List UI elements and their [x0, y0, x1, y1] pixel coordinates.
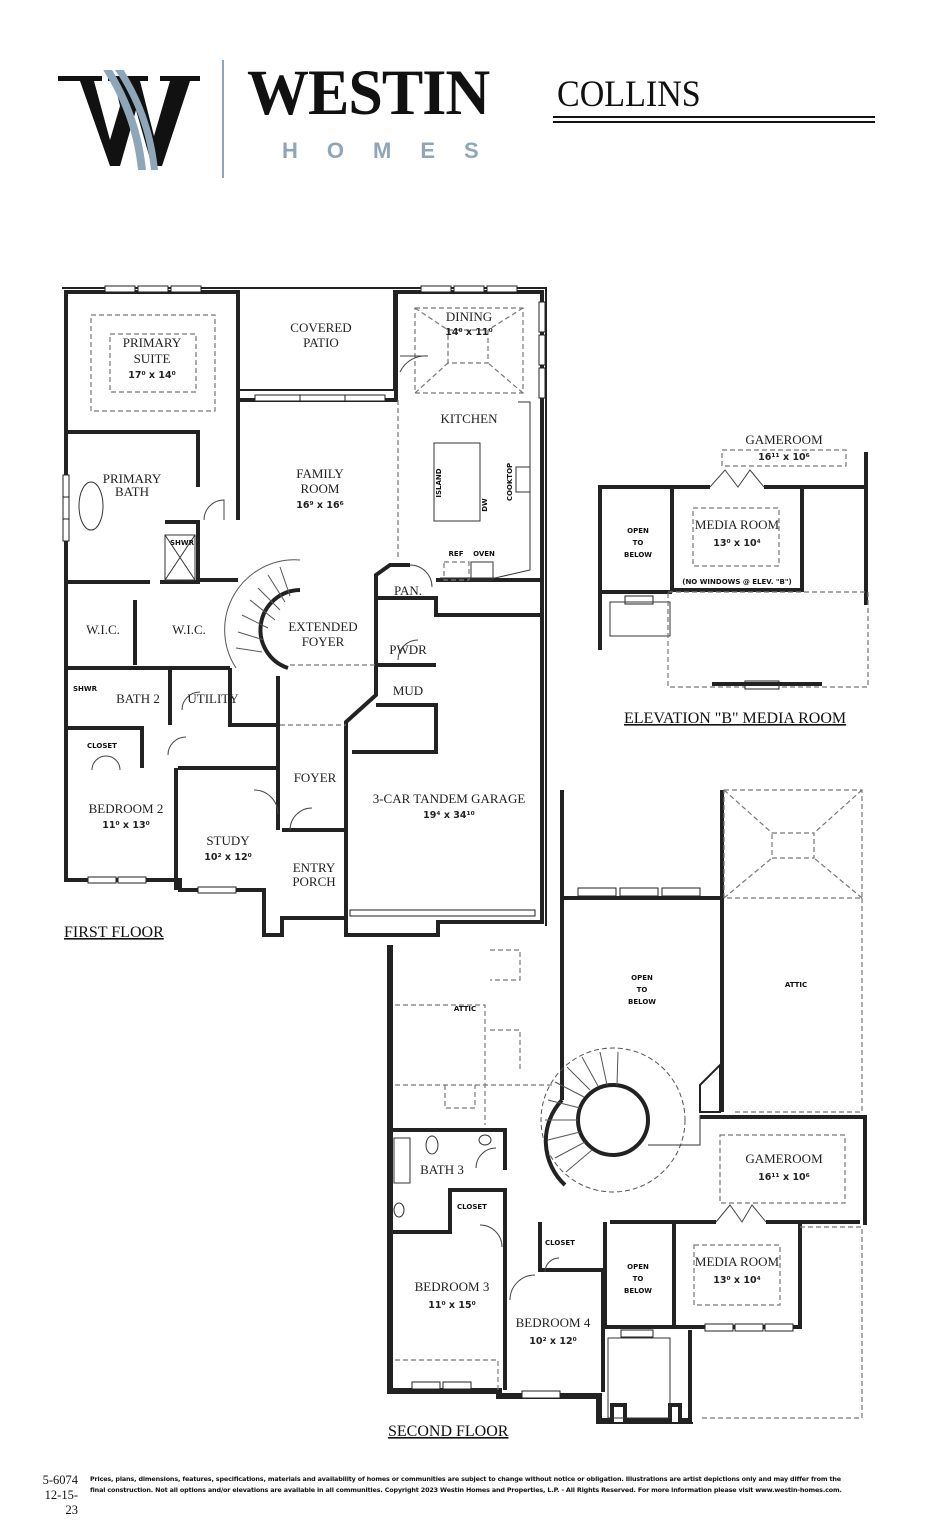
open-to-below-label: OPEN: [631, 974, 653, 982]
closet-label: CLOSET: [545, 1239, 575, 1247]
room-dims: 10² x 12⁰: [204, 852, 252, 863]
fixture-label: CLOSET: [87, 742, 117, 750]
room-dims: 16¹¹ x 10⁶: [758, 452, 810, 463]
room-label: BEDROOM 3: [415, 1279, 490, 1294]
elevation-b-title: ELEVATION "B" MEDIA ROOM: [624, 710, 846, 727]
room-dims: 16¹¹ x 10⁶: [758, 1172, 810, 1183]
room-label: W.I.C.: [172, 622, 206, 637]
fixture-label: SHWR: [73, 685, 98, 693]
open-to-below-label: BELOW: [628, 998, 656, 1006]
room-dims: 11⁰ x 15⁰: [428, 1300, 476, 1311]
brand-name: WESTIN: [247, 57, 490, 129]
room-label: BEDROOM 4: [516, 1315, 591, 1330]
open-to-below-label: BELOW: [624, 551, 652, 559]
second-floor-labels: ATTIC ATTIC OPEN TO BELOW GAMEROOM 16¹¹ …: [388, 974, 823, 1440]
room-dims: 14⁰ x 11⁰: [445, 327, 493, 338]
room-label: PWDR: [389, 642, 427, 657]
open-to-below-label: BELOW: [624, 1287, 652, 1295]
room-label: FAMILY: [296, 466, 344, 481]
plan-code: 5-6074: [42, 1473, 78, 1487]
room-dims: 10² x 12⁰: [529, 1336, 577, 1347]
first-floor-plan: [62, 285, 547, 937]
room-label: GAMEROOM: [745, 432, 823, 447]
room-label: MUD: [393, 683, 423, 698]
elevation-b-plan: [598, 449, 869, 690]
logo-divider: [222, 60, 224, 178]
first-floor-title: FIRST FLOOR: [64, 924, 164, 941]
plan-name: COLLINS: [557, 74, 701, 115]
fixture-label: OVEN: [473, 550, 495, 558]
fixture-label: SHWR: [170, 539, 195, 547]
attic-label: ATTIC: [785, 981, 807, 989]
closet-label: CLOSET: [457, 1203, 487, 1211]
open-to-below-label: OPEN: [627, 527, 649, 535]
plan-name-rule: [553, 116, 875, 118]
room-label: BATH 2: [116, 691, 160, 706]
room-dims: 17⁰ x 14⁰: [128, 370, 176, 381]
room-dims: 11⁰ x 13⁰: [102, 820, 150, 831]
legal-line: final construction. Not all options and/…: [90, 1486, 842, 1494]
room-label: ENTRY: [293, 860, 336, 875]
room-label: EXTENDED: [288, 619, 357, 634]
open-to-below-label: TO: [633, 539, 644, 547]
room-label: PATIO: [303, 335, 339, 350]
room-label: BATH: [115, 484, 149, 499]
room-label: STUDY: [206, 833, 250, 848]
fixture-label: REF: [449, 550, 464, 558]
room-label: BATH 3: [420, 1162, 464, 1177]
fixture-label: ISLAND: [435, 468, 443, 497]
room-label: GAMEROOM: [745, 1151, 823, 1166]
room-dims: 13⁰ x 10⁴: [713, 1275, 761, 1286]
room-dims: 19⁴ x 34¹⁰: [423, 810, 475, 821]
room-label: SUITE: [134, 351, 171, 366]
room-label: PRIMARY: [123, 335, 182, 350]
second-floor-title: SECOND FLOOR: [388, 1423, 509, 1440]
open-to-below-label: TO: [637, 986, 648, 994]
room-label: COVERED: [290, 320, 351, 335]
footer-codes: 5-6074 12-15-23: [40, 1473, 78, 1518]
first-floor-labels: PRIMARY SUITE 17⁰ x 14⁰ COVERED PATIO DI…: [64, 309, 525, 941]
room-label: UTILITY: [187, 691, 239, 706]
elevation-b-labels: GAMEROOM 16¹¹ x 10⁶ MEDIA ROOM 13⁰ x 10⁴…: [624, 432, 846, 727]
room-label: W.I.C.: [86, 622, 120, 637]
fixture-label: COOKTOP: [506, 463, 514, 501]
room-label: BEDROOM 2: [89, 801, 164, 816]
brand-subtitle: HOMES: [282, 138, 508, 163]
westin-w-logo-icon: [58, 52, 208, 170]
room-label: 3-CAR TANDEM GARAGE: [373, 791, 526, 806]
room-label: FOYER: [302, 634, 345, 649]
elevation-note: (NO WINDOWS @ ELEV. "B"): [682, 578, 792, 586]
room-label: FOYER: [294, 770, 337, 785]
legal-line: Prices, plans, dimensions, features, spe…: [90, 1475, 841, 1483]
room-label: PRIMARY: [103, 471, 162, 486]
room-label: MEDIA ROOM: [695, 1254, 780, 1269]
room-label: KITCHEN: [440, 411, 498, 426]
revision-date: 12-15-23: [44, 1488, 78, 1517]
room-dims: 13⁰ x 10⁴: [713, 538, 761, 549]
room-label: PAN.: [394, 583, 422, 598]
attic-label: ATTIC: [454, 1005, 476, 1013]
room-label: ROOM: [300, 481, 339, 496]
room-label: MEDIA ROOM: [695, 517, 780, 532]
open-to-below-label: TO: [633, 1275, 644, 1283]
second-floor-plan: [387, 789, 867, 1424]
room-dims: 16⁹ x 16⁶: [296, 500, 344, 511]
room-label: PORCH: [292, 874, 335, 889]
fixture-label: DW: [481, 498, 489, 512]
room-label: DINING: [446, 309, 492, 324]
legal-disclaimer: Prices, plans, dimensions, features, spe…: [90, 1474, 900, 1496]
plan-name-rule: [553, 121, 875, 123]
open-to-below-label: OPEN: [627, 1263, 649, 1271]
